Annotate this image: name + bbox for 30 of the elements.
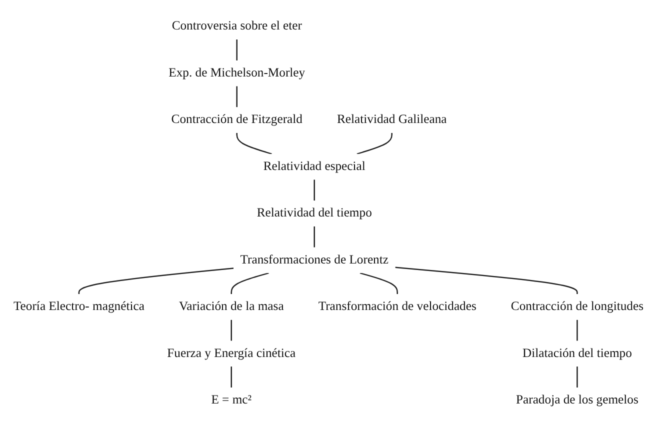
connector bbox=[230, 366, 232, 388]
connector bbox=[576, 319, 578, 340]
node-text: Transformaciones de Lorentz bbox=[240, 252, 388, 266]
connector bbox=[236, 38, 238, 60]
node-text: Exp. de Michelson-Morley bbox=[168, 66, 306, 80]
node-text: Relatividad especial bbox=[263, 159, 366, 173]
connector bbox=[236, 86, 238, 107]
node-text: Contracción de Fitzgerald bbox=[171, 112, 302, 126]
node-text: Fuerza y Energía cinética bbox=[167, 346, 296, 360]
connector bbox=[314, 226, 316, 247]
connector bbox=[230, 272, 269, 294]
connector bbox=[230, 319, 232, 340]
node-text: Controversia sobre el eter bbox=[172, 19, 302, 33]
node-text: Teoría Electro- magnética bbox=[13, 300, 144, 313]
connector bbox=[395, 266, 578, 294]
node-text: Variación de la masa bbox=[178, 300, 284, 313]
node-text: Paradoja de los gemelos bbox=[516, 392, 638, 406]
node-text: Relatividad del tiempo bbox=[256, 206, 372, 220]
concept-diagram: Controversia sobre el eter Exp. de Michelson-Morley Contracción de Fitzgerald Relatividad Galileana Relatividad especial Relatividad del tiempo Transformaciones de Lorentz Teoría Electro- magnética Variación de la masa Transformación de velocidades Contracción de longitudes Fuerza y Energía cinética E = mc² Dilatación del tiempo Paradoja de los gemelos bbox=[0, 6, 657, 420]
node-text: Relatividad Galileana bbox=[336, 112, 447, 126]
connector bbox=[236, 132, 272, 154]
node-text: Dilatación del tiempo bbox=[522, 346, 632, 360]
node-text: Contracción de longitudes bbox=[510, 300, 644, 313]
node-text: E = mc² bbox=[211, 392, 252, 406]
connector bbox=[576, 366, 578, 388]
connector bbox=[360, 272, 398, 294]
node-text: Transformación de velocidades bbox=[318, 300, 476, 313]
connector bbox=[78, 267, 234, 294]
connector bbox=[314, 179, 316, 200]
connector bbox=[356, 132, 392, 154]
